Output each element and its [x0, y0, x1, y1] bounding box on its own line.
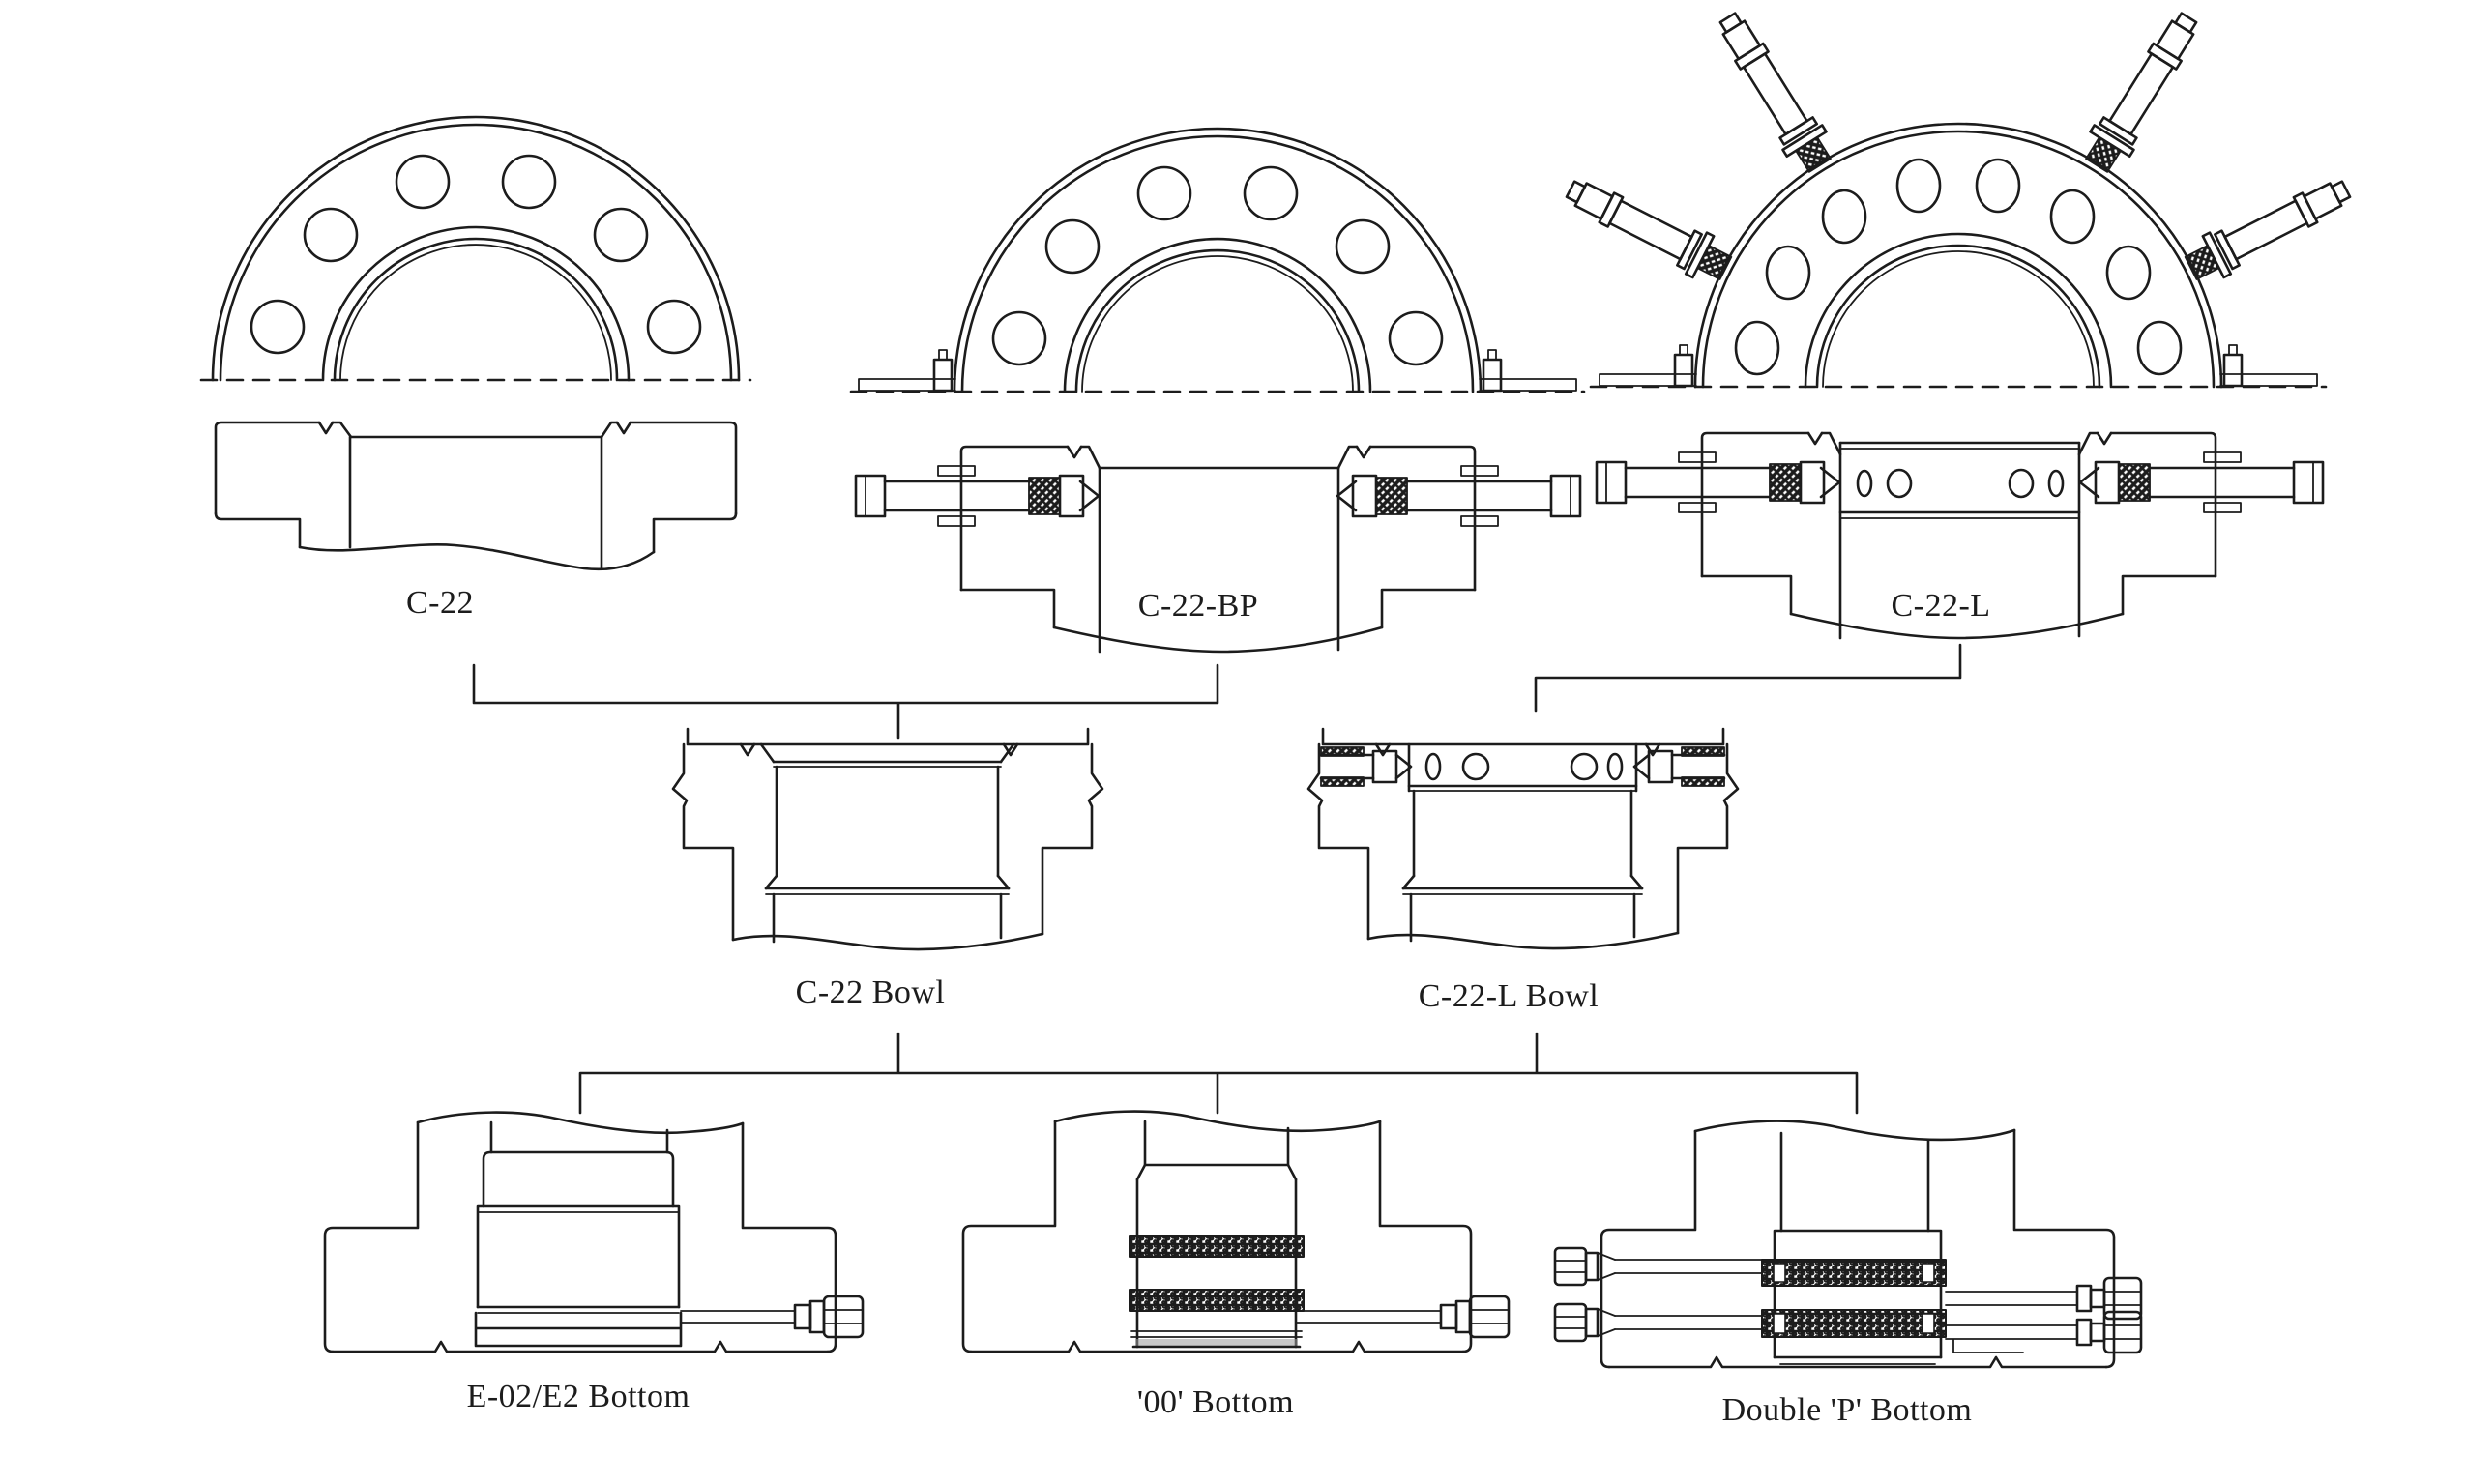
- figure-c22l-bowl: [1306, 727, 1740, 950]
- bolt-hole: [1975, 158, 2021, 214]
- bolt-hole: [1734, 320, 1780, 376]
- bolt-hole: [250, 299, 306, 355]
- injection-fitting-left-lower: [1553, 1302, 1763, 1343]
- label-c22-bowl: C-22 Bowl: [795, 975, 946, 1010]
- label-c22bp: C-22-BP: [1137, 588, 1259, 624]
- seal-band: [1761, 1259, 1947, 1287]
- bolt-hole: [1335, 218, 1391, 275]
- flange-stud: [1565, 180, 1733, 280]
- bolt-hole: [2105, 245, 2152, 301]
- bolt-hole: [646, 299, 702, 355]
- bolt-hole: [395, 154, 451, 210]
- injection-tube-right: [680, 1295, 865, 1339]
- bolt-hole: [1243, 165, 1299, 221]
- bolt-hole: [1388, 310, 1444, 366]
- lock-screw-right: [2078, 451, 2325, 513]
- lockscrew-boss-edge-right: [1479, 349, 1577, 393]
- lock-screw-left: [854, 465, 1101, 527]
- lockscrew-boss-edge-left: [858, 349, 956, 393]
- bolt-hole: [1895, 158, 1942, 214]
- figure-c22l-top-view: [1565, 12, 2352, 389]
- bolt-hole: [2049, 189, 2096, 245]
- figure-c22l-section: [1595, 431, 2325, 640]
- injection-fitting-right-upper: [1945, 1276, 2143, 1321]
- seal-band: [1129, 1235, 1305, 1258]
- bolt-hole: [991, 310, 1047, 366]
- bolt-hole: [1136, 165, 1192, 221]
- connector-bowls-to-bottoms: [578, 1032, 1859, 1115]
- bolt-hole: [501, 154, 557, 210]
- bowl-insert: [1838, 441, 2081, 640]
- injection-fitting-left-upper: [1553, 1246, 1763, 1287]
- figure-c22bp-section: [854, 445, 1582, 654]
- bolt-hole: [2136, 320, 2183, 376]
- flange-stud: [2184, 180, 2352, 280]
- seal-band: [1129, 1289, 1305, 1312]
- injection-fitting-right-lower: [1945, 1310, 2143, 1354]
- figure-c22-top-view: [199, 115, 752, 382]
- figure-e02-bottom: [323, 1111, 865, 1353]
- figure-c22-bowl: [671, 727, 1104, 951]
- label-c22: C-22: [406, 585, 474, 621]
- seal-band: [1761, 1309, 1947, 1338]
- figure-00-bottom: [961, 1110, 1511, 1353]
- label-00-bottom: '00' Bottom: [1136, 1384, 1295, 1420]
- lock-screw-left: [1319, 746, 1413, 787]
- lock-screw-left: [1595, 451, 1841, 513]
- bolt-hole: [1765, 245, 1811, 301]
- lock-screw-right: [1632, 746, 1726, 787]
- label-c22l-bowl: C-22-L Bowl: [1418, 978, 1600, 1014]
- bolt-hole: [1044, 218, 1101, 275]
- bowl-insert: [1407, 742, 1638, 793]
- connector-top-to-c22-bowl: [472, 663, 1219, 740]
- injection-tube-right: [1295, 1295, 1511, 1339]
- label-e02-bottom: E-02/E2 Bottom: [466, 1379, 690, 1414]
- hierarchy-connectors: [472, 643, 1962, 1115]
- bolt-hole: [303, 207, 359, 263]
- lockscrew-boss-edge-left: [1599, 344, 1697, 388]
- figure-double-p-bottom: [1553, 1120, 2143, 1369]
- flange-stud: [1718, 12, 1832, 173]
- lock-screw-right: [1336, 465, 1582, 527]
- figure-c22bp-top-view: [849, 127, 1586, 393]
- connector-c22l-to-c22l-bowl: [1534, 643, 1962, 713]
- label-double-p-bottom: Double 'P' Bottom: [1721, 1392, 1973, 1428]
- bolt-hole: [593, 207, 649, 263]
- bolt-hole: [1821, 189, 1867, 245]
- lockscrew-boss-edge-right: [2219, 344, 2318, 388]
- figure-c22-section: [214, 421, 738, 571]
- label-c22l: C-22-L: [1891, 588, 1991, 624]
- flange-stud: [2085, 12, 2198, 173]
